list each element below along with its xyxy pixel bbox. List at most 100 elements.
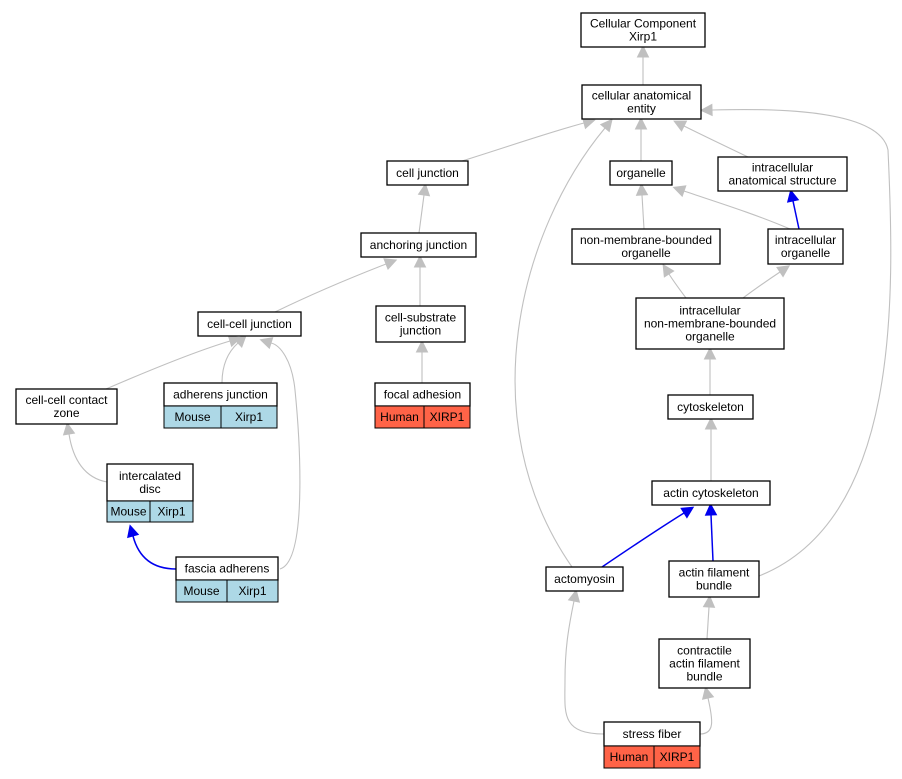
node-actin-cytoskeleton[interactable]: actin cytoskeleton xyxy=(651,480,771,506)
edge-non-membrane-bounded-organelle-to-organelle xyxy=(635,182,649,230)
edge-actomyosin-to-actin-cytoskeleton xyxy=(601,506,695,568)
gene-label: Xirp1 xyxy=(238,584,266,598)
arrowhead-icon xyxy=(702,594,716,608)
arrowhead-icon xyxy=(233,334,247,348)
gene-cell xyxy=(226,579,279,603)
arrowhead-icon xyxy=(703,346,717,360)
gene-cell xyxy=(220,405,278,429)
node-cell-junction[interactable]: cell junction xyxy=(386,160,469,186)
edge-actin-filament-bundle-to-actin-cytoskeleton xyxy=(704,502,718,562)
node-box xyxy=(580,12,706,48)
node-cytoskeleton[interactable]: cytoskeleton xyxy=(667,394,754,420)
is-a-edge xyxy=(105,340,231,390)
is-a-edge xyxy=(221,342,239,384)
is-a-edge xyxy=(641,194,645,230)
species-label: Mouse xyxy=(110,505,146,519)
edge-cell-cell-junction-to-anchoring-junction xyxy=(274,258,398,313)
arrowhead-icon xyxy=(415,339,429,353)
species-label: Human xyxy=(380,410,419,424)
node-label: Cellular Component xyxy=(590,17,697,31)
node-label: contractile xyxy=(677,644,732,658)
arrowhead-icon xyxy=(417,182,431,197)
edge-contractile-actin-filament-bundle-to-actin-filament-bundle xyxy=(702,594,716,640)
node-box xyxy=(197,311,302,337)
node-label: cell-cell junction xyxy=(207,317,292,331)
node-label: cellular anatomical xyxy=(592,89,691,103)
gene-cell xyxy=(149,500,194,523)
node-label: non-membrane-bounded xyxy=(644,317,776,331)
part-of-edge xyxy=(132,535,177,570)
species-label: Mouse xyxy=(183,584,219,598)
is-a-edge xyxy=(668,273,687,299)
node-box xyxy=(603,721,701,747)
node-box xyxy=(635,297,785,350)
edge-fascia-adherens-to-intercalated-disc xyxy=(127,524,177,570)
node-label: Xirp1 xyxy=(629,30,657,44)
gene-cell xyxy=(653,745,701,769)
node-label: organelle xyxy=(616,166,666,180)
node-label: actomyosin xyxy=(554,572,615,586)
gene-label: Xirp1 xyxy=(235,410,263,424)
edge-actin-filament-bundle-to-cellular-anatomical-entity xyxy=(699,103,892,577)
node-label: intracellular xyxy=(752,161,813,175)
node-actomyosin[interactable]: actomyosin xyxy=(545,566,624,592)
gene-label: XIRP1 xyxy=(430,410,465,424)
gene-label: Xirp1 xyxy=(157,505,185,519)
arrowhead-icon xyxy=(62,422,76,436)
edges-layer xyxy=(62,44,892,735)
is-a-edge xyxy=(564,600,605,735)
node-label: cell-substrate xyxy=(385,311,457,325)
node-organelle[interactable]: organelle xyxy=(609,160,673,186)
node-box xyxy=(106,463,194,502)
node-label: focal adhesion xyxy=(384,388,461,402)
node-label: intercalated xyxy=(119,469,181,483)
species-label: Human xyxy=(610,750,649,764)
node-label: anchoring junction xyxy=(370,238,467,252)
node-anchoring-junction[interactable]: anchoring junction xyxy=(360,232,477,258)
is-a-edge xyxy=(270,342,301,570)
is-a-edge xyxy=(742,271,781,299)
edge-intracellular-non-membrane-bounded-organelle-to-non-membrane-bounded-organelle xyxy=(662,263,687,299)
edge-cell-cell-contact-zone-to-cell-cell-junction xyxy=(105,335,242,390)
edge-intracellular-non-membrane-bounded-organelle-to-intracellular-organelle xyxy=(742,265,791,299)
arrowhead-icon xyxy=(127,524,140,539)
part-of-edge xyxy=(601,512,685,568)
node-label: intracellular xyxy=(775,233,836,247)
node-label: entity xyxy=(627,102,656,116)
arrowhead-icon xyxy=(599,118,613,133)
arrowhead-icon xyxy=(636,44,650,58)
species-label: Mouse xyxy=(174,410,210,424)
edge-organelle-to-cellular-anatomical-entity xyxy=(634,116,648,161)
gene-label: XIRP1 xyxy=(660,750,695,764)
node-label: organelle xyxy=(781,246,831,260)
arrowhead-icon xyxy=(699,103,713,117)
node-label: bundle xyxy=(696,579,732,593)
edge-focal-adhesion-to-cell-substrate-junction xyxy=(415,339,429,383)
node-label: bundle xyxy=(686,670,722,684)
edge-cytoskeleton-to-intracellular-non-membrane-bounded-organelle xyxy=(703,346,717,395)
node-label: actin cytoskeleton xyxy=(663,486,758,500)
node-cell-cell-junction[interactable]: cell-cell junction xyxy=(197,311,302,337)
edge-adherens-junction-to-cell-cell-junction xyxy=(221,334,247,384)
arrowhead-icon xyxy=(672,185,687,198)
node-intracellular-non-membrane-bounded-organelle[interactable]: intracellularnon-membrane-boundedorganel… xyxy=(635,297,785,350)
node-box xyxy=(651,480,771,506)
edge-intercalated-disc-to-cell-cell-contact-zone xyxy=(62,422,108,483)
node-box xyxy=(658,638,751,689)
